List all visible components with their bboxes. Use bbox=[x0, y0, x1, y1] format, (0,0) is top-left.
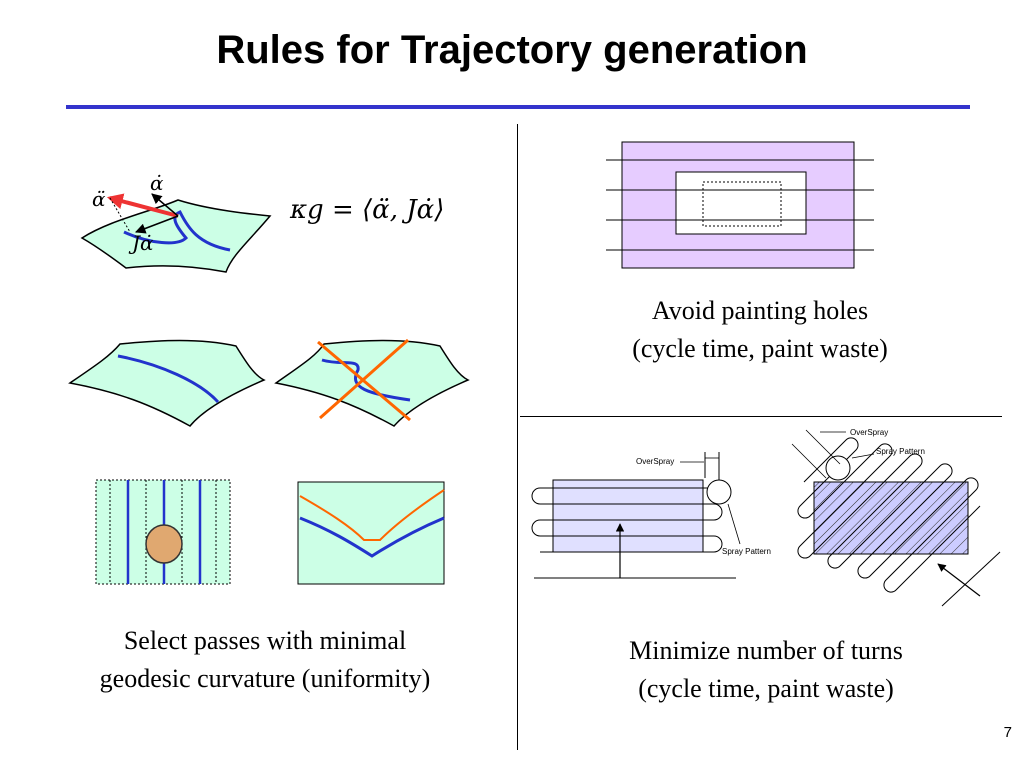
alpha-dot-vector bbox=[151, 193, 179, 217]
j-alpha-dot-vector bbox=[135, 215, 179, 234]
top-right-caption-line-2: (cycle time, paint waste) bbox=[632, 334, 888, 363]
spray-pattern-label-right: Spray Pattern bbox=[876, 447, 925, 456]
projection-dotted-line bbox=[109, 197, 131, 233]
v-blue-pass bbox=[299, 516, 445, 558]
paint-hole-diagram bbox=[606, 141, 874, 269]
overspray-label-right: OverSpray bbox=[850, 428, 888, 437]
left-caption: Select passes with minimal geodesic curv… bbox=[30, 622, 500, 698]
smooth-pass-surface bbox=[68, 339, 266, 427]
smooth-pass-path bbox=[117, 354, 220, 404]
bottom-right-caption-line-1: Minimize number of turns bbox=[629, 636, 903, 665]
traverse-direction-arrow-right bbox=[937, 563, 981, 597]
page-number: 7 bbox=[1003, 724, 1012, 741]
alpha-ddot-vector bbox=[106, 193, 179, 218]
spray-circle-left bbox=[706, 479, 732, 505]
alpha-ddot-label: α̈ bbox=[92, 187, 106, 211]
spray-target-right bbox=[813, 481, 969, 555]
diagonal-raster-diagram: OverSpray Spray Pattern bbox=[791, 428, 1001, 607]
hole-inner-boundary bbox=[702, 181, 782, 227]
overspray-label-left: OverSpray bbox=[636, 457, 674, 466]
top-right-caption: Avoid painting holes (cycle time, paint … bbox=[560, 292, 960, 368]
raster-path-right bbox=[797, 437, 981, 593]
spray-target-left bbox=[552, 479, 704, 553]
geodesic-curvature-formula: κg = ⟨α̈, Jα̇⟩ bbox=[289, 195, 444, 225]
raster-path-left bbox=[531, 487, 723, 553]
alpha-dot-label: α̇ bbox=[150, 171, 164, 195]
vertical-passes-panel bbox=[95, 479, 231, 585]
spray-circle-right bbox=[825, 455, 851, 481]
v-orange-pass bbox=[299, 489, 445, 541]
v-shaped-passes-panel bbox=[297, 481, 445, 585]
top-right-caption-line-1: Avoid painting holes bbox=[651, 296, 869, 325]
bottom-right-caption: Minimize number of turns (cycle time, pa… bbox=[566, 632, 966, 708]
geodesic-path bbox=[123, 210, 231, 252]
vertical-divider bbox=[517, 124, 518, 750]
obstacle-hole bbox=[145, 524, 183, 564]
j-alpha-dot-label: Jα̇ bbox=[128, 231, 154, 255]
horizontal-raster-diagram: OverSpray Spray Pattern bbox=[531, 452, 771, 579]
curved-surface-patch bbox=[80, 199, 272, 273]
rejected-pass-surface bbox=[274, 338, 470, 427]
horizontal-divider bbox=[520, 416, 1002, 417]
bottom-right-caption-line-2: (cycle time, paint waste) bbox=[638, 674, 894, 703]
reject-cross-line-2 bbox=[319, 338, 409, 420]
left-caption-line-1: Select passes with minimal bbox=[123, 626, 407, 655]
title-underline bbox=[66, 105, 970, 109]
slide-title: Rules for Trajectory generation bbox=[216, 28, 808, 72]
curvature-surface-diagram: α̈ α̇ Jα̇ bbox=[80, 171, 272, 273]
spray-pattern-label-left: Spray Pattern bbox=[722, 547, 771, 556]
left-caption-line-2: geodesic curvature (uniformity) bbox=[99, 664, 431, 693]
